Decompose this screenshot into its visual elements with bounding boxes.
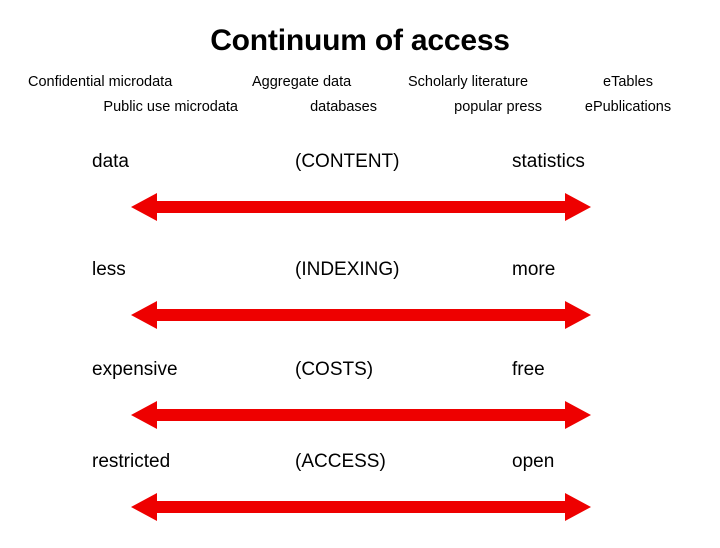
row-1-right-label: statistics <box>512 151 585 172</box>
row-2-center-label: (INDEXING) <box>295 259 400 280</box>
continuum-row-costs: expensive (COSTS) free <box>0 356 720 456</box>
row-3-right-label: free <box>512 359 545 380</box>
double-headed-arrow-icon <box>131 400 591 430</box>
continuum-row-access: restricted (ACCESS) open <box>0 448 720 548</box>
double-headed-arrow-icon <box>131 300 591 330</box>
header-column-etables: eTables ePublications <box>570 70 686 120</box>
header-column-aggregate: Aggregate data databases <box>252 70 377 120</box>
row-4-center-label: (ACCESS) <box>295 451 386 472</box>
header-band: Confidential microdata Public use microd… <box>0 70 720 124</box>
row-4-labels: restricted (ACCESS) open <box>0 448 720 478</box>
row-4-right-label: open <box>512 451 555 472</box>
header-column-4-line-2: ePublications <box>584 99 672 115</box>
row-1-labels: data (CONTENT) statistics <box>0 148 720 178</box>
header-column-4-line-1: eTables <box>603 74 653 90</box>
header-column-3-line-2: popular press <box>454 99 542 115</box>
header-column-2-line-1: Aggregate data <box>252 74 352 90</box>
continuum-row-indexing: less (INDEXING) more <box>0 256 720 356</box>
row-3-labels: expensive (COSTS) free <box>0 356 720 386</box>
row-1-left-label: data <box>92 151 129 172</box>
row-2-left-label: less <box>92 259 126 280</box>
header-column-1-line-2: Public use microdata <box>103 99 238 115</box>
page-title: Continuum of access <box>210 24 510 57</box>
header-column-scholarly: Scholarly literature popular press <box>408 70 542 120</box>
row-1-center-label: (CONTENT) <box>295 151 400 172</box>
row-2-right-label: more <box>512 259 556 280</box>
header-column-1-line-1: Confidential microdata <box>28 74 173 90</box>
header-column-2-line-2: databases <box>310 99 377 115</box>
continuum-row-content: data (CONTENT) statistics <box>0 148 720 248</box>
row-3-center-label: (COSTS) <box>295 359 374 380</box>
row-3-left-label: expensive <box>92 359 178 380</box>
row-2-labels: less (INDEXING) more <box>0 256 720 286</box>
header-column-confidential: Confidential microdata Public use microd… <box>28 70 238 120</box>
double-headed-arrow-icon <box>131 192 591 222</box>
double-headed-arrow-icon <box>131 492 591 522</box>
header-column-3-line-1: Scholarly literature <box>408 74 529 90</box>
row-4-left-label: restricted <box>92 451 171 472</box>
